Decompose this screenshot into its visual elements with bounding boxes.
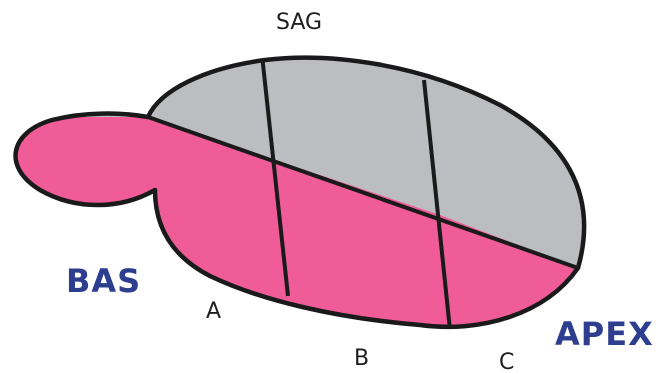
label-segment-b: B bbox=[354, 346, 369, 371]
label-segment-c: C bbox=[499, 350, 514, 374]
label-sag: SAG bbox=[276, 10, 322, 35]
label-apex: APEX bbox=[555, 315, 654, 353]
label-bas: BAS bbox=[66, 262, 141, 300]
label-segment-a: A bbox=[206, 299, 221, 324]
